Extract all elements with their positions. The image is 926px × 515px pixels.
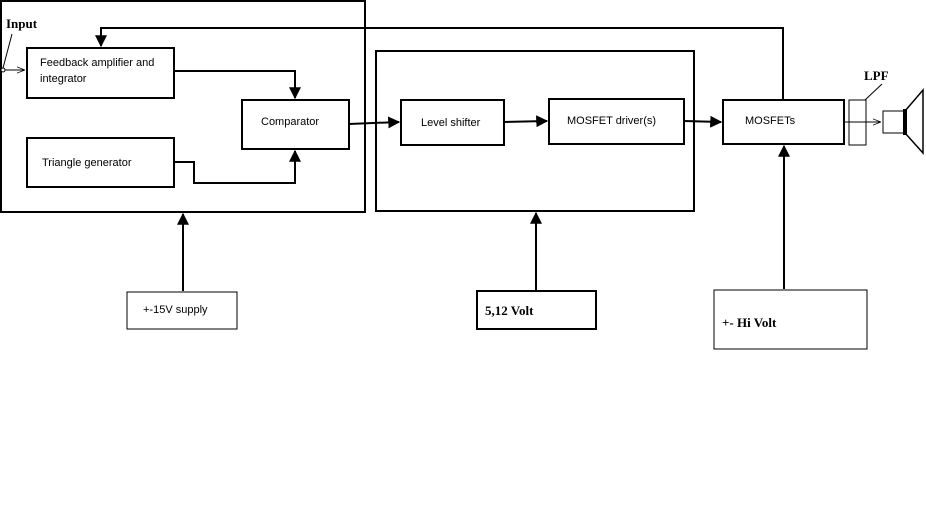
triangle-generator-label: Triangle generator xyxy=(42,157,132,169)
feedback-amplifier-label-line1: Feedback amplifier and xyxy=(40,57,154,69)
mosfet-driver-block: MOSFET driver(s) xyxy=(548,98,685,145)
level-shifter-to-driver-wire xyxy=(503,115,549,128)
input-label: Input xyxy=(6,16,38,31)
driver-to-mosfets-wire xyxy=(683,115,723,128)
logic-supply-label: 5,12 Volt xyxy=(485,303,534,318)
input-lead xyxy=(2,33,13,69)
triangle-to-comparator-wire xyxy=(174,149,301,184)
level-shifter-block: Level shifter xyxy=(400,99,505,146)
lpf-block xyxy=(848,99,867,146)
logic-supply-block: 5,12 Volt xyxy=(476,290,597,330)
feedback-amplifier-block: Feedback amplifier and integrator xyxy=(26,47,175,99)
feedback-loop-wire xyxy=(95,27,784,100)
input-terminal xyxy=(0,67,6,73)
lpf-leader xyxy=(864,83,883,101)
triangle-generator-block: Triangle generator xyxy=(26,137,175,188)
speaker-icon xyxy=(844,87,924,155)
comparator-label: Comparator xyxy=(261,116,319,128)
lpf-label: LPF xyxy=(864,68,889,83)
high-voltage-supply-block: +- Hi Volt xyxy=(713,289,868,350)
mosfet-driver-label: MOSFET driver(s) xyxy=(567,115,656,127)
mosfets-label: MOSFETs xyxy=(745,115,796,127)
feedback-to-comparator-wire xyxy=(174,70,301,100)
comparator-block: Comparator xyxy=(241,99,350,150)
level-shifter-label: Level shifter xyxy=(421,117,481,129)
low-voltage-supply-label: +-15V supply xyxy=(143,304,208,316)
mosfets-block: MOSFETs xyxy=(722,99,845,145)
low-voltage-supply-block: +-15V supply xyxy=(126,291,238,330)
feedback-amplifier-label-line2: integrator xyxy=(40,73,87,85)
comparator-to-level-shifter-wire xyxy=(348,116,401,129)
high-voltage-supply-label: +- Hi Volt xyxy=(722,315,777,330)
